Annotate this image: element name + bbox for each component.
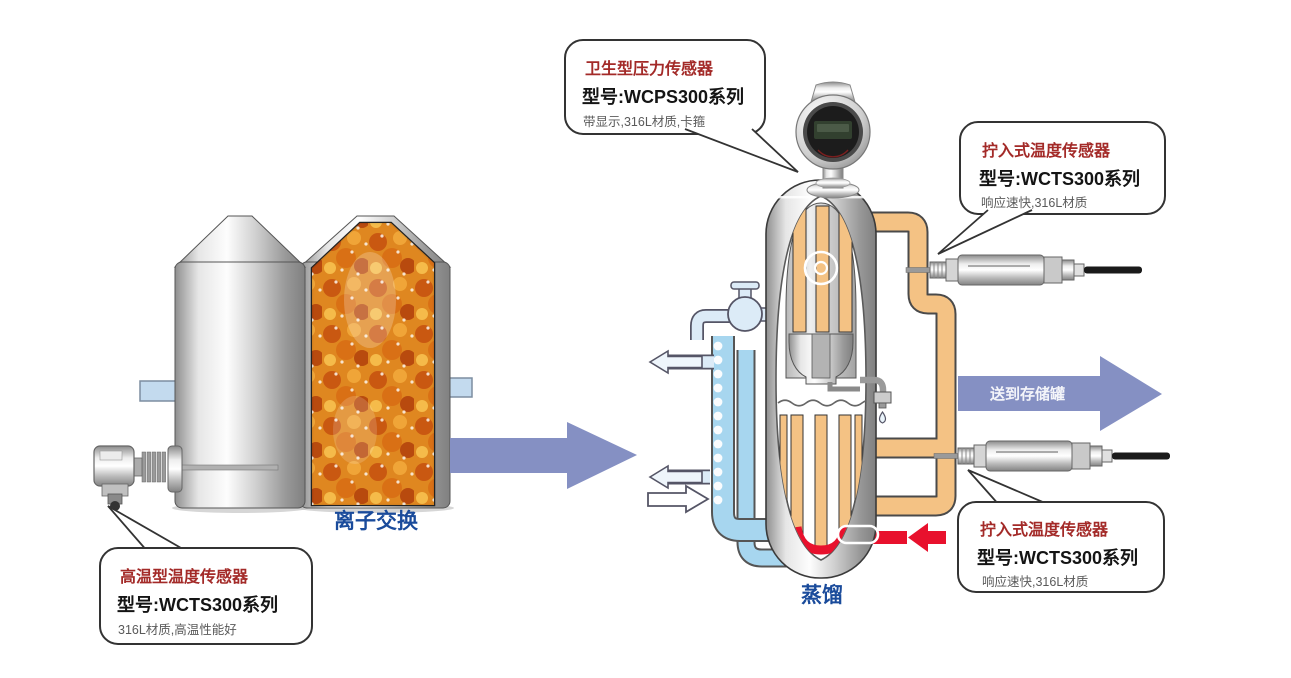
callout-model: 型号:WCTS300系列	[977, 547, 1138, 568]
label-distillation: 蒸馏	[801, 583, 843, 607]
sensor-body	[957, 254, 1045, 286]
pressure-sensor	[795, 81, 871, 199]
sensor-hex	[973, 444, 987, 468]
callout-title: 高温型温度传感器	[120, 567, 249, 586]
callout-title: 拧入式温度传感器	[980, 520, 1109, 539]
callout-screwin-temp-bottom: 拧入式温度传感器 型号:WCTS300系列 响应速快,316L材质	[957, 469, 1165, 593]
storage-arrow-label: 送到存储罐	[989, 385, 1065, 403]
heater-wall-pass	[836, 524, 880, 545]
cable-boot	[1101, 449, 1113, 463]
valve-elbow	[691, 310, 738, 340]
sensor-step	[1061, 259, 1075, 281]
high-temp-sensor	[93, 445, 279, 511]
sensor-hex-rear	[1043, 256, 1063, 284]
callout-tail	[967, 469, 1053, 507]
callout-tail	[937, 209, 1033, 255]
thread-lines	[933, 262, 943, 278]
callout-model: 型号:WCPS300系列	[582, 86, 744, 107]
callout-desc: 响应速快,316L材质	[982, 574, 1088, 589]
cable-boot	[1073, 263, 1085, 277]
liquid-level	[777, 399, 866, 407]
callout-desc: 316L材质,高温性能好	[118, 622, 237, 637]
heating-circuit	[864, 211, 957, 517]
screwin-temp-sensor-top	[905, 254, 1142, 286]
callout-high-temp-sensor: 高温型温度传感器 型号:WCTS300系列 316L材质,高温性能好	[99, 505, 313, 645]
coolant-circuit	[647, 281, 800, 568]
sensor-body	[985, 440, 1073, 472]
sensor-flange	[167, 445, 183, 493]
condenser-coil	[713, 336, 770, 540]
coolant-return-pipe	[738, 350, 800, 566]
callout-title: 卫生型压力传感器	[585, 59, 714, 78]
brand-ring	[817, 149, 849, 158]
thread-lines	[961, 448, 971, 464]
heater-tube	[814, 414, 828, 554]
callout-desc: 带显示,316L材质,卡箍	[583, 114, 706, 129]
callout-model: 型号:WCTS300系列	[117, 594, 278, 615]
callout-title: 拧入式温度传感器	[982, 141, 1111, 160]
steel-tank	[173, 215, 307, 509]
sensor-probe	[179, 464, 279, 471]
ion-exchange-unit	[139, 215, 473, 513]
valve-body	[727, 296, 763, 332]
callout-desc: 响应速快,316L材质	[981, 195, 1087, 210]
outlet-arrow-bottom	[648, 464, 703, 490]
outlet-arrow-top	[648, 349, 703, 375]
distillation-column	[765, 179, 892, 579]
sight-glass-outer	[803, 250, 839, 286]
inlet-arrow	[647, 484, 710, 514]
resin-cutaway	[310, 221, 436, 507]
screwin-temp-sensor-bottom	[933, 440, 1170, 472]
sensor-probe	[933, 453, 961, 459]
steam-arrow	[908, 523, 946, 552]
droplet	[878, 410, 887, 424]
drain-line	[827, 382, 860, 392]
flow-arrow-middle	[450, 422, 637, 489]
lcd-glow	[817, 124, 849, 132]
callout-pressure-sensor: 卫生型压力传感器 型号:WCPS300系列 带显示,316L材质,卡箍	[564, 39, 799, 173]
clamp-ring	[815, 177, 851, 189]
callout-model: 型号:WCTS300系列	[979, 168, 1140, 189]
sensor-probe	[905, 267, 933, 273]
tank-inlet-pipe	[139, 380, 179, 402]
body-etching	[968, 265, 1030, 267]
callout-tail	[107, 505, 189, 553]
sensor-hex-rear	[1071, 442, 1091, 470]
sample-faucet	[860, 376, 892, 424]
collector-tube	[811, 333, 831, 379]
valve-handle	[730, 281, 760, 290]
sensor-hex	[945, 258, 959, 282]
label-ion-exchange: 离子交换	[334, 509, 419, 533]
callout-screwin-temp-top: 拧入式温度传感器 型号:WCTS300系列 响应速快,316L材质	[937, 121, 1166, 255]
callout-tail	[684, 128, 799, 173]
sensor-label-plate	[99, 450, 123, 461]
sensor-step	[1089, 445, 1103, 467]
body-etching	[996, 451, 1058, 453]
flow-arrow-storage: 送到存储罐	[958, 356, 1162, 431]
sensor-cable	[1112, 452, 1170, 460]
sight-glass-inner	[813, 260, 829, 276]
sensor-bellows	[141, 451, 166, 483]
condenser-bubbles	[713, 341, 723, 505]
orange-loop-pipe	[864, 213, 955, 515]
sensor-cable	[1084, 266, 1142, 274]
